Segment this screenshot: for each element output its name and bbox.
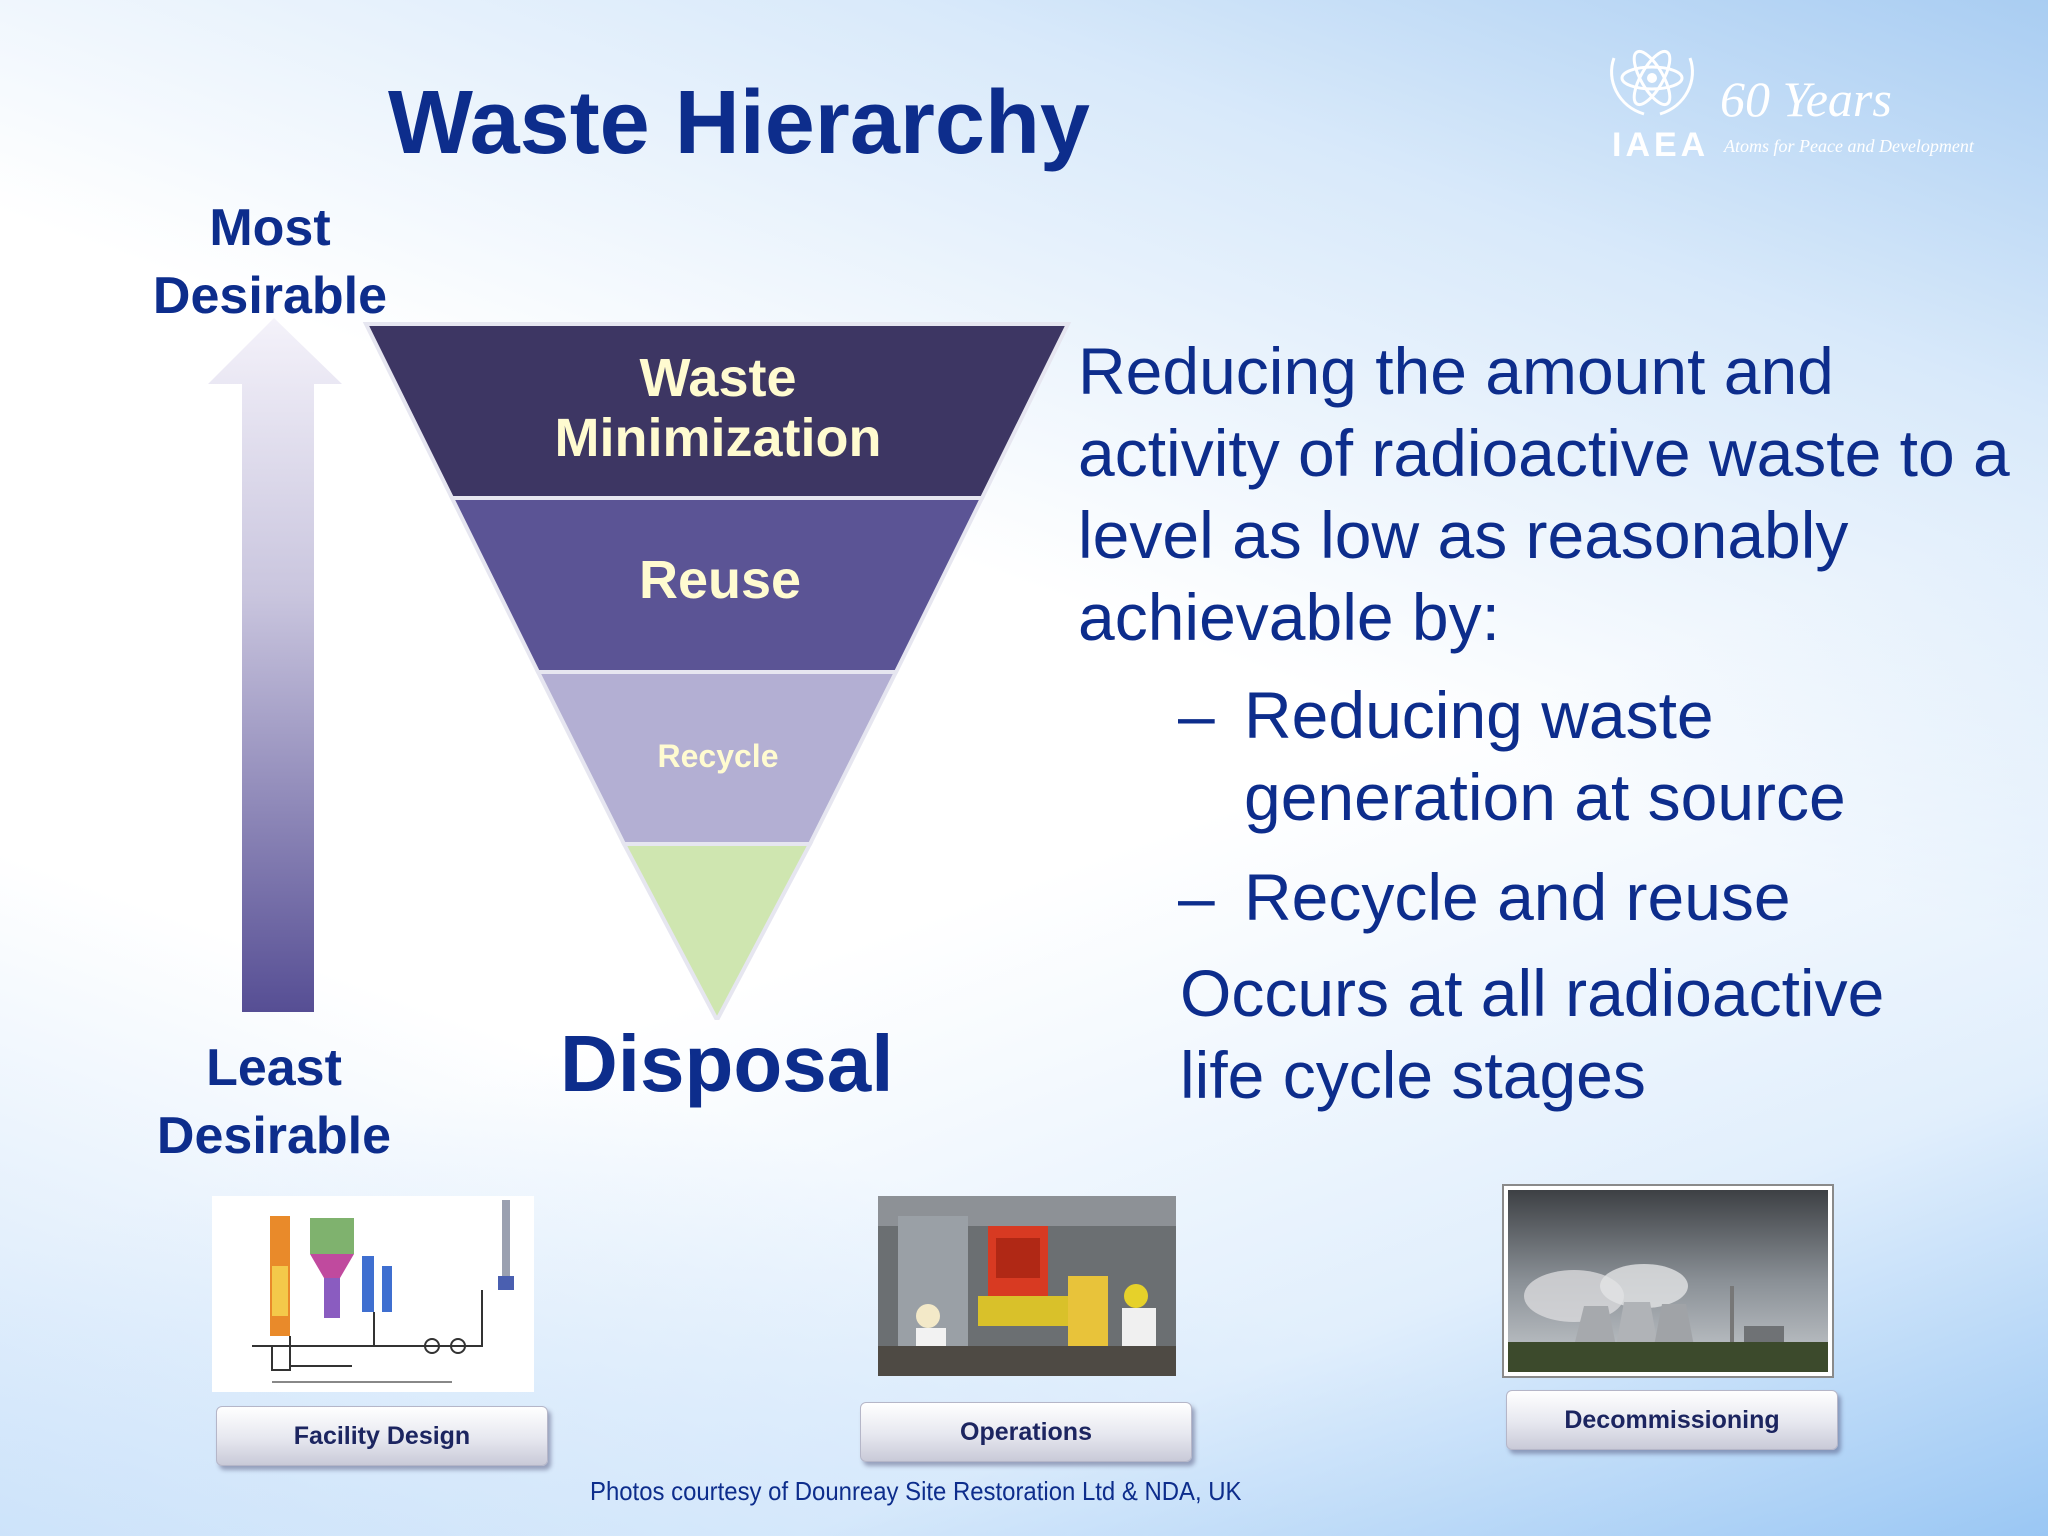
tier-label-line1: Waste — [639, 348, 797, 408]
intro-text: Reducing the amount and activity of radi… — [1078, 334, 2010, 654]
decommissioning-photo — [1502, 1184, 1834, 1378]
occurs-text: Occurs at all radioactive life cycle sta… — [1180, 952, 2040, 1116]
bullet-dash: – — [1178, 678, 1215, 752]
most-label-line1: Most — [209, 199, 331, 257]
iaea-wordmark: IAEA — [1612, 126, 1710, 164]
desirability-arrow — [208, 318, 342, 1012]
atom-emblem-icon — [1610, 49, 1694, 116]
tier-reuse-label: Reuse — [638, 550, 802, 610]
bullet-dash: – — [1178, 860, 1215, 934]
least-desirable-label: Least Desirable — [134, 1034, 414, 1170]
bullet-reducing-waste: Reducing waste generation at source — [1244, 674, 1846, 838]
tier-disposal — [620, 842, 814, 1020]
operations-photo — [878, 1196, 1176, 1376]
tier-label-line2: Minimization — [554, 408, 882, 468]
facility-design-diagram-image — [212, 1196, 534, 1392]
bullet-recycle-reuse: Recycle and reuse — [1244, 860, 1791, 934]
decommissioning-button[interactable]: Decommissioning — [1506, 1390, 1838, 1450]
operations-button[interactable]: Operations — [860, 1402, 1192, 1462]
least-label-line2: Desirable — [156, 1107, 392, 1165]
slide-title: Waste Hierarchy — [388, 73, 1090, 173]
disposal-label: Disposal — [560, 1019, 894, 1108]
bullet-line2: generation at source — [1244, 760, 1846, 834]
logo-tagline: Atoms for Peace and Development — [1724, 136, 1974, 156]
occurs-line2: life cycle stages — [1180, 1038, 1646, 1112]
least-label-line1: Least — [206, 1039, 342, 1097]
facility-design-button[interactable]: Facility Design — [216, 1406, 548, 1466]
most-desirable-label: Most Desirable — [130, 194, 410, 330]
tier-recycle-label: Recycle — [657, 738, 779, 774]
occurs-line1: Occurs at all radioactive — [1180, 956, 1885, 1030]
waste-hierarchy-pyramid — [362, 322, 1072, 1020]
photo-credit: Photos courtesy of Dounreay Site Restora… — [590, 1476, 1242, 1506]
anniversary-text: 60 Years — [1720, 71, 1892, 127]
most-label-line2: Desirable — [152, 267, 388, 325]
bullet-line1: Reducing waste — [1244, 678, 1714, 752]
tier-waste-minimization-label: Waste Minimization — [508, 348, 928, 468]
iaea-logo: IAEA 60 Years Atoms for Peace and Develo… — [1600, 28, 2020, 168]
